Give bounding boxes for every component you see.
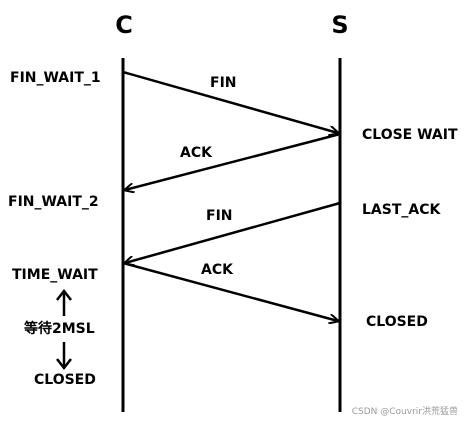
- client-state-time-wait: TIME_WAIT: [12, 267, 98, 283]
- client-state-fin-wait-1: FIN_WAIT_1: [10, 70, 101, 86]
- client-label: C: [115, 11, 133, 39]
- watermark: CSDN @Couvrir洪荒猛兽: [352, 405, 458, 417]
- ack-label-2: ACK: [201, 262, 234, 278]
- fin-arrow-client-to-server: [122, 70, 338, 133]
- down-arrow-icon: [56, 342, 72, 371]
- server-state-closed: CLOSED: [366, 314, 428, 330]
- ack-arrow-server-to-client: [125, 132, 341, 190]
- fin-arrow-server-to-client: [125, 201, 341, 263]
- client-state-wait-2msl: 等待2MSL: [24, 320, 95, 337]
- fin-label-2: FIN: [206, 208, 233, 224]
- fin-label-1: FIN: [210, 75, 237, 91]
- client-state-fin-wait-2: FIN_WAIT_2: [8, 194, 99, 210]
- up-arrow-icon: [56, 288, 72, 316]
- ack-label-1: ACK: [180, 145, 213, 161]
- server-state-close-wait: CLOSE WAIT: [362, 127, 458, 143]
- server-state-last-ack: LAST_ACK: [362, 202, 441, 218]
- client-state-closed: CLOSED: [34, 372, 96, 388]
- server-label: S: [331, 11, 348, 39]
- ack-arrow-client-to-server: [122, 261, 338, 321]
